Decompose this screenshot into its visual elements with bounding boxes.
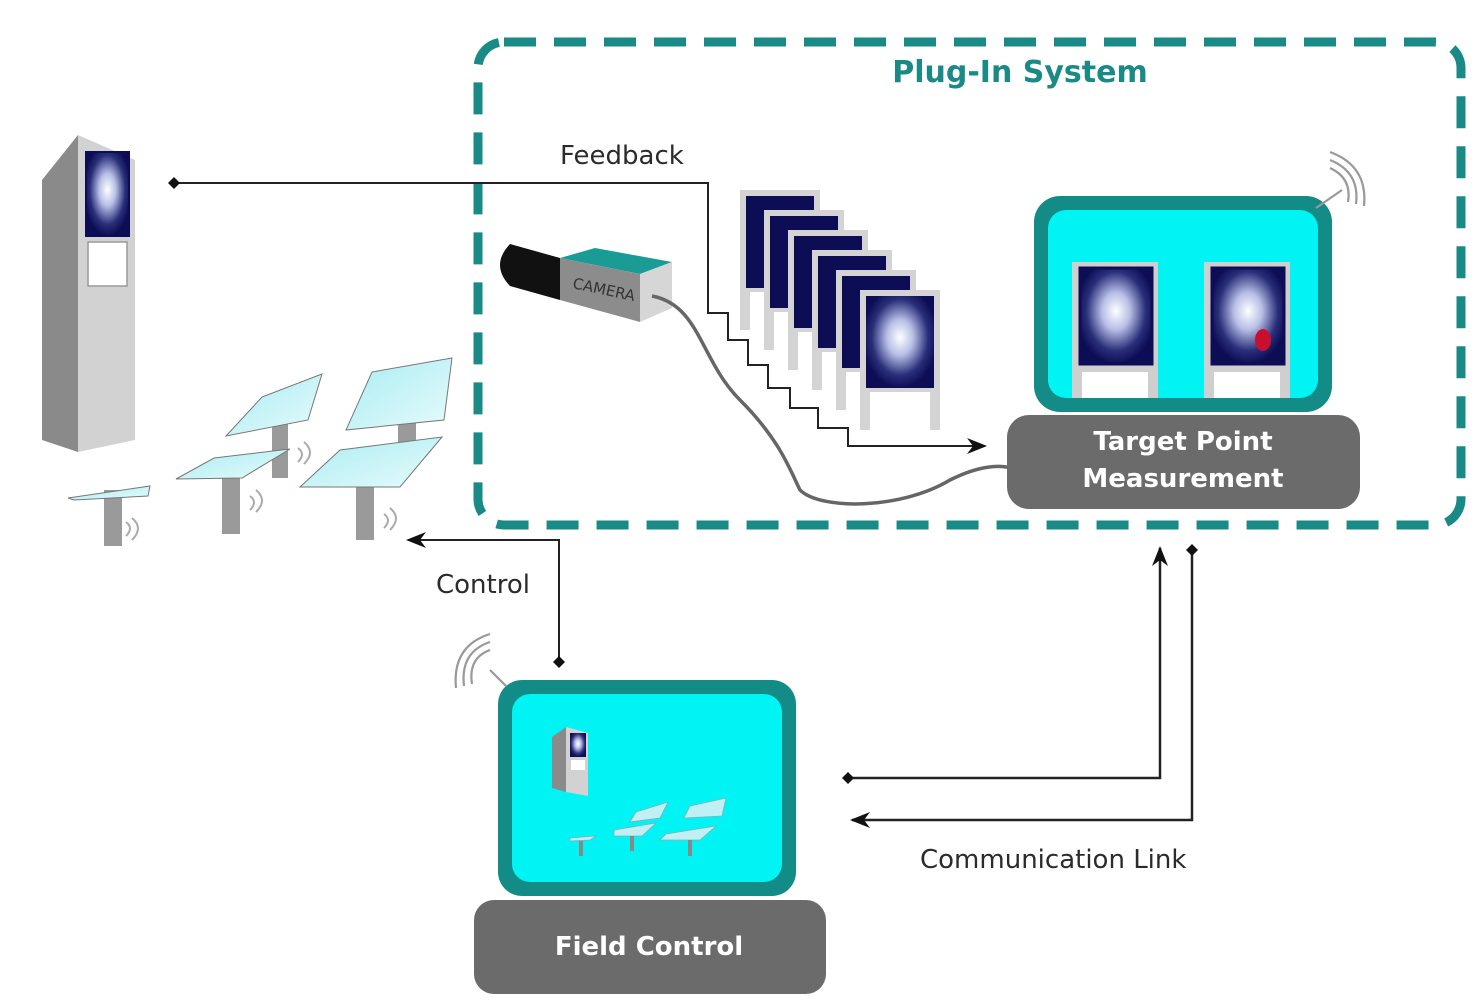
sequence-frame: [860, 290, 940, 430]
image-sequence-stack: [740, 190, 940, 430]
field-control-station: Field Control: [454, 632, 826, 994]
camera-icon: CAMERA: [500, 244, 672, 322]
communication-link-down: [850, 544, 1198, 828]
solar-tower-icon: [42, 135, 135, 452]
target-point-label-line2: Measurement: [1082, 464, 1283, 494]
wireless-icon: [1315, 150, 1366, 209]
field-control-label: Field Control: [555, 932, 743, 962]
target-point-label-line1: Target Point: [1093, 427, 1272, 457]
communication-link-up: [842, 546, 1168, 784]
camera-cable: [651, 294, 1011, 506]
wireless-icon: [454, 632, 507, 689]
plug-in-system-title: Plug-In System: [892, 55, 1147, 90]
hotspot-marker: [1255, 329, 1271, 351]
control-label: Control: [436, 570, 530, 600]
feedback-connector: [168, 177, 987, 454]
target-point-measurement-box: [1007, 415, 1360, 509]
target-point-measurement-station: Target Point Measurement: [1007, 150, 1366, 509]
control-connector: [406, 532, 565, 668]
field-control-box: [474, 900, 826, 994]
communication-link-label: Communication Link: [920, 845, 1186, 875]
feedback-label: Feedback: [560, 141, 684, 171]
